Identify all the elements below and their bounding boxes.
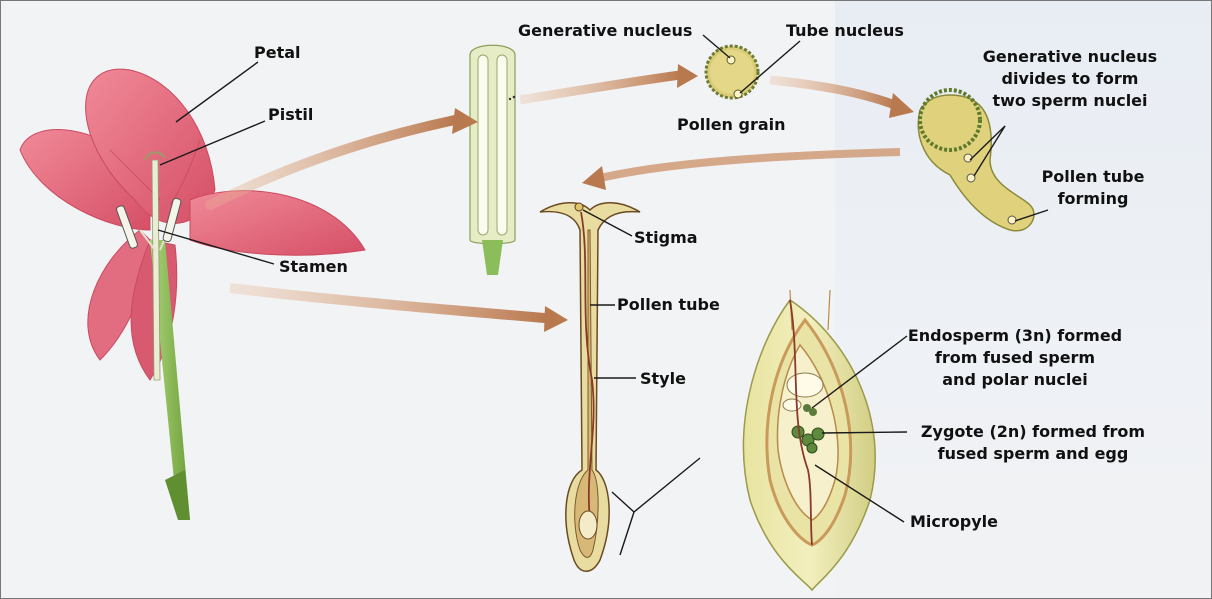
label-pollen-tube: Pollen tube [617,295,720,314]
label-zygote: Zygote (2n) formed from fused sperm and … [920,422,1146,463]
label-micropyle: Micropyle [910,512,998,531]
pollen-grain [704,44,760,100]
flower-stem [150,240,190,520]
flow-arrows [205,64,914,332]
pistil [151,159,161,381]
petal-top [85,68,216,224]
germinating-pollen [917,88,1035,232]
pistil-section [539,202,641,572]
ovule-detail [742,289,876,592]
flower [19,68,366,520]
leader-lines [157,34,1049,556]
label-generative-divides: Generative nucleus divides to form two s… [982,47,1158,110]
label-stamen: Stamen [279,257,348,276]
label-petal: Petal [254,43,301,62]
label-pistil: Pistil [268,105,314,124]
label-stigma: Stigma [634,228,698,247]
label-style: Style [640,369,686,388]
label-tube-nucleus: Tube nucleus [786,21,904,40]
label-endosperm: Endosperm (3n) formed from fused sperm a… [907,326,1123,389]
label-pollen-tube-forming: Pollen tube forming [1041,167,1145,208]
anther-section [469,44,516,275]
label-pollen-grain: Pollen grain [677,115,786,134]
label-generative-nucleus: Generative nucleus [518,21,693,40]
